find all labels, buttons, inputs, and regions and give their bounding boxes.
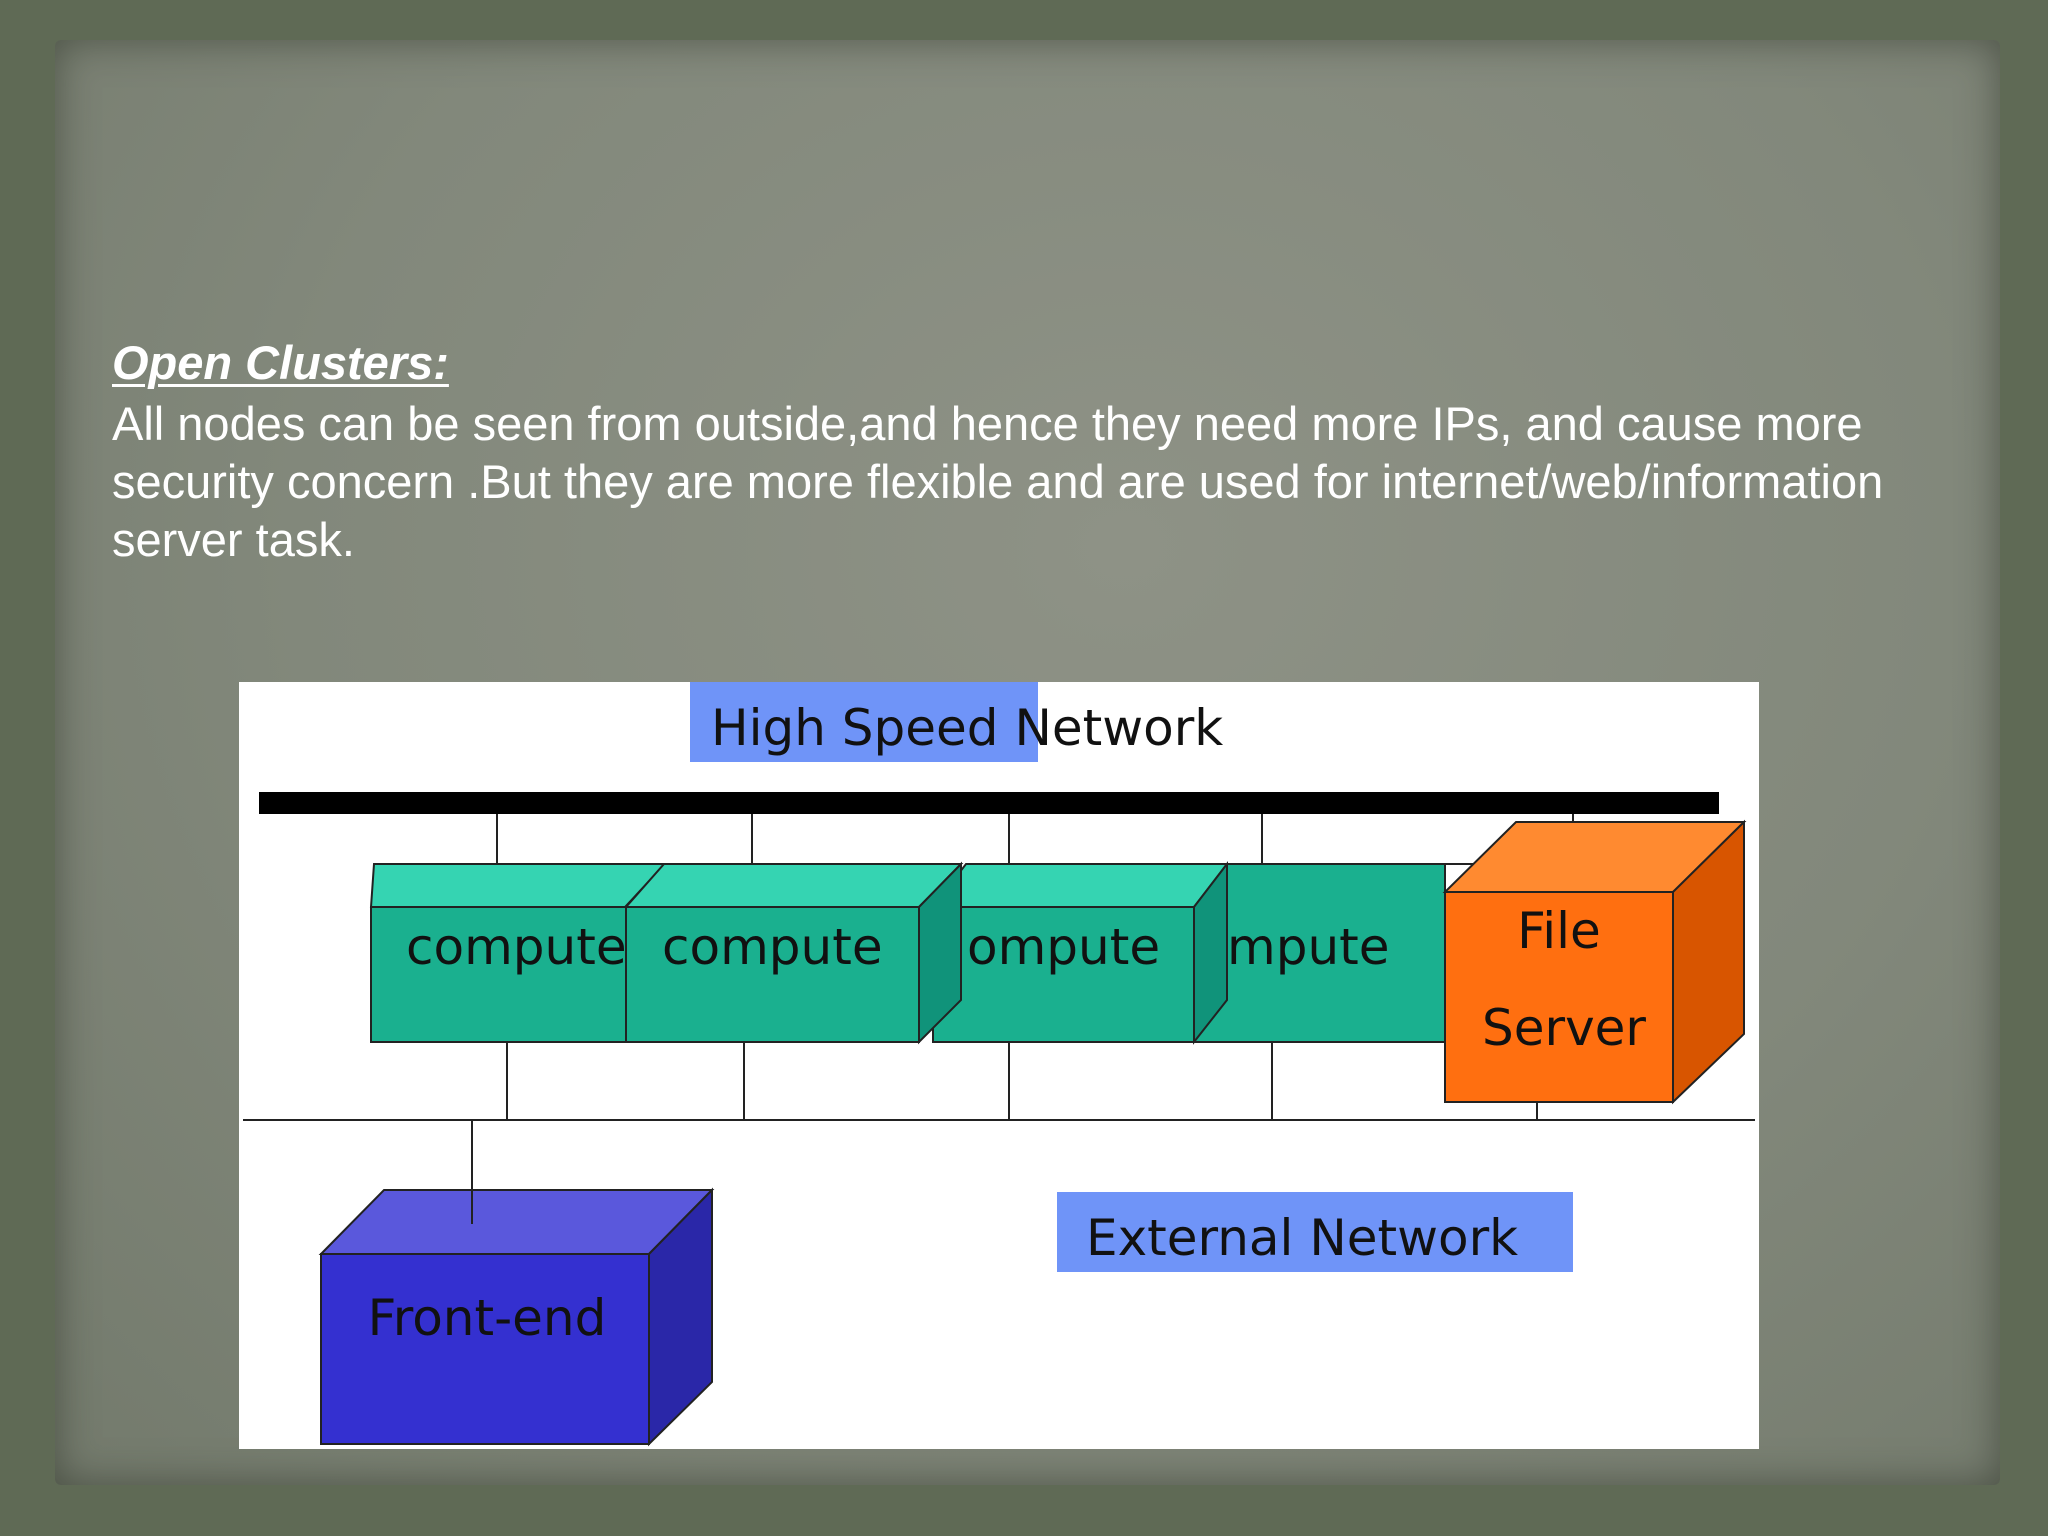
front-end-node: Front-end	[318, 1120, 715, 1447]
compute-node-4-label: mpute	[1227, 918, 1390, 976]
compute-node-1-label: compute	[406, 918, 627, 976]
high-speed-bus	[259, 792, 1719, 814]
compute-node-2-top	[623, 863, 964, 908]
compute-node-3-side	[1193, 861, 1228, 1045]
file-server-node: File Server	[1442, 819, 1747, 1105]
external-label-box	[1057, 1192, 1573, 1272]
front-end-label: Front-end	[368, 1289, 607, 1347]
slide-heading: Open Clusters:	[112, 336, 449, 389]
compute-node-1-top	[369, 863, 668, 908]
compute-node-2-side	[918, 861, 962, 1045]
slide-body-text: All nodes can be seen from outside,and h…	[112, 397, 1884, 566]
high-speed-label: High Speed Network	[711, 699, 1223, 757]
compute-node-4: mpute	[1184, 863, 1484, 1043]
compute-node-3: ompute	[930, 861, 1230, 1045]
high-speed-label-box	[690, 682, 1038, 762]
file-server-label-line2: Server	[1482, 999, 1646, 1057]
front-end-top	[318, 1189, 715, 1255]
front-end-front	[320, 1253, 650, 1445]
compute-node-2-label: compute	[662, 918, 883, 976]
external-label: External Network	[1086, 1209, 1518, 1267]
file-server-label-line1: File	[1517, 902, 1601, 960]
front-end-side	[648, 1187, 713, 1447]
compute-node-3-label: ompute	[967, 918, 1160, 976]
cluster-diagram-svg: High Speed Network mpute	[243, 682, 1755, 1447]
bus-connectors	[496, 814, 1574, 864]
compute-node-3-top	[930, 863, 1230, 908]
cluster-diagram: High Speed Network mpute	[239, 682, 1759, 1449]
file-server-side	[1672, 819, 1745, 1105]
compute-node-2: compute	[623, 861, 964, 1045]
compute-node-1: compute	[369, 863, 668, 1043]
